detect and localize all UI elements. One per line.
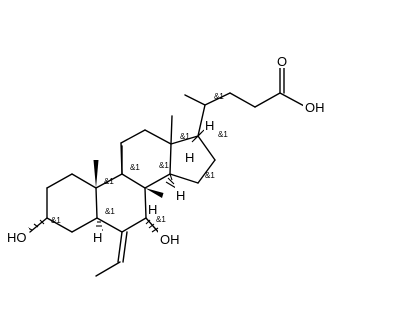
stereo-label-c14: &1	[205, 171, 215, 180]
svg-text:O: O	[277, 54, 287, 69]
stereo-hashes	[27, 129, 205, 233]
stereo-label-c17: &1	[218, 130, 228, 139]
stereo-label-c9: &1	[130, 163, 140, 172]
ring-c-bonds	[120, 129, 172, 189]
atom-label-h-8: H	[184, 148, 194, 165]
stereo-label-c5: &1	[105, 207, 115, 216]
atom-label-h-17: H	[204, 116, 214, 133]
side-chain-bonds	[184, 66, 307, 137]
svg-text:H: H	[176, 188, 185, 203]
ring-a-bonds	[46, 173, 98, 233]
atom-label-h-5: H	[92, 228, 102, 245]
svg-text:H: H	[205, 118, 214, 133]
atom-label-h-14: H	[175, 186, 185, 203]
ring-d-bonds	[169, 135, 216, 184]
atom-label-oh-7: OH	[158, 230, 182, 247]
stereo-label-c10: &1	[104, 177, 114, 186]
svg-text:HO: HO	[7, 230, 27, 245]
stereo-label-c20: &1	[214, 92, 224, 101]
svg-text:OH: OH	[305, 100, 325, 115]
atom-label-ho-3: HO	[5, 228, 29, 245]
atom-label-o-carbonyl: O	[275, 52, 289, 69]
stereo-label-c13: &1	[180, 132, 190, 141]
svg-text:OH: OH	[160, 232, 180, 247]
svg-text:H: H	[148, 202, 157, 217]
svg-text:H: H	[185, 150, 194, 165]
hydroxyl-bonds	[29, 217, 161, 235]
stereo-label-c3: &1	[51, 216, 61, 225]
methyl-bonds	[121, 115, 173, 175]
ring-b-bonds	[95, 173, 147, 233]
stereo-label-c8: &1	[159, 161, 169, 170]
svg-text:H: H	[93, 230, 102, 245]
atom-label-h-9: H	[147, 200, 157, 217]
stereo-label-c7: &1	[156, 215, 166, 224]
atom-label-oh-acid: OH	[303, 98, 327, 115]
stereo-descriptor-labels: &1 &1 &1 &1 &1 &1 &1 &1 &1 &1	[51, 92, 228, 225]
stereo-wedges	[93, 160, 164, 198]
ethylidene-bonds	[95, 231, 128, 277]
